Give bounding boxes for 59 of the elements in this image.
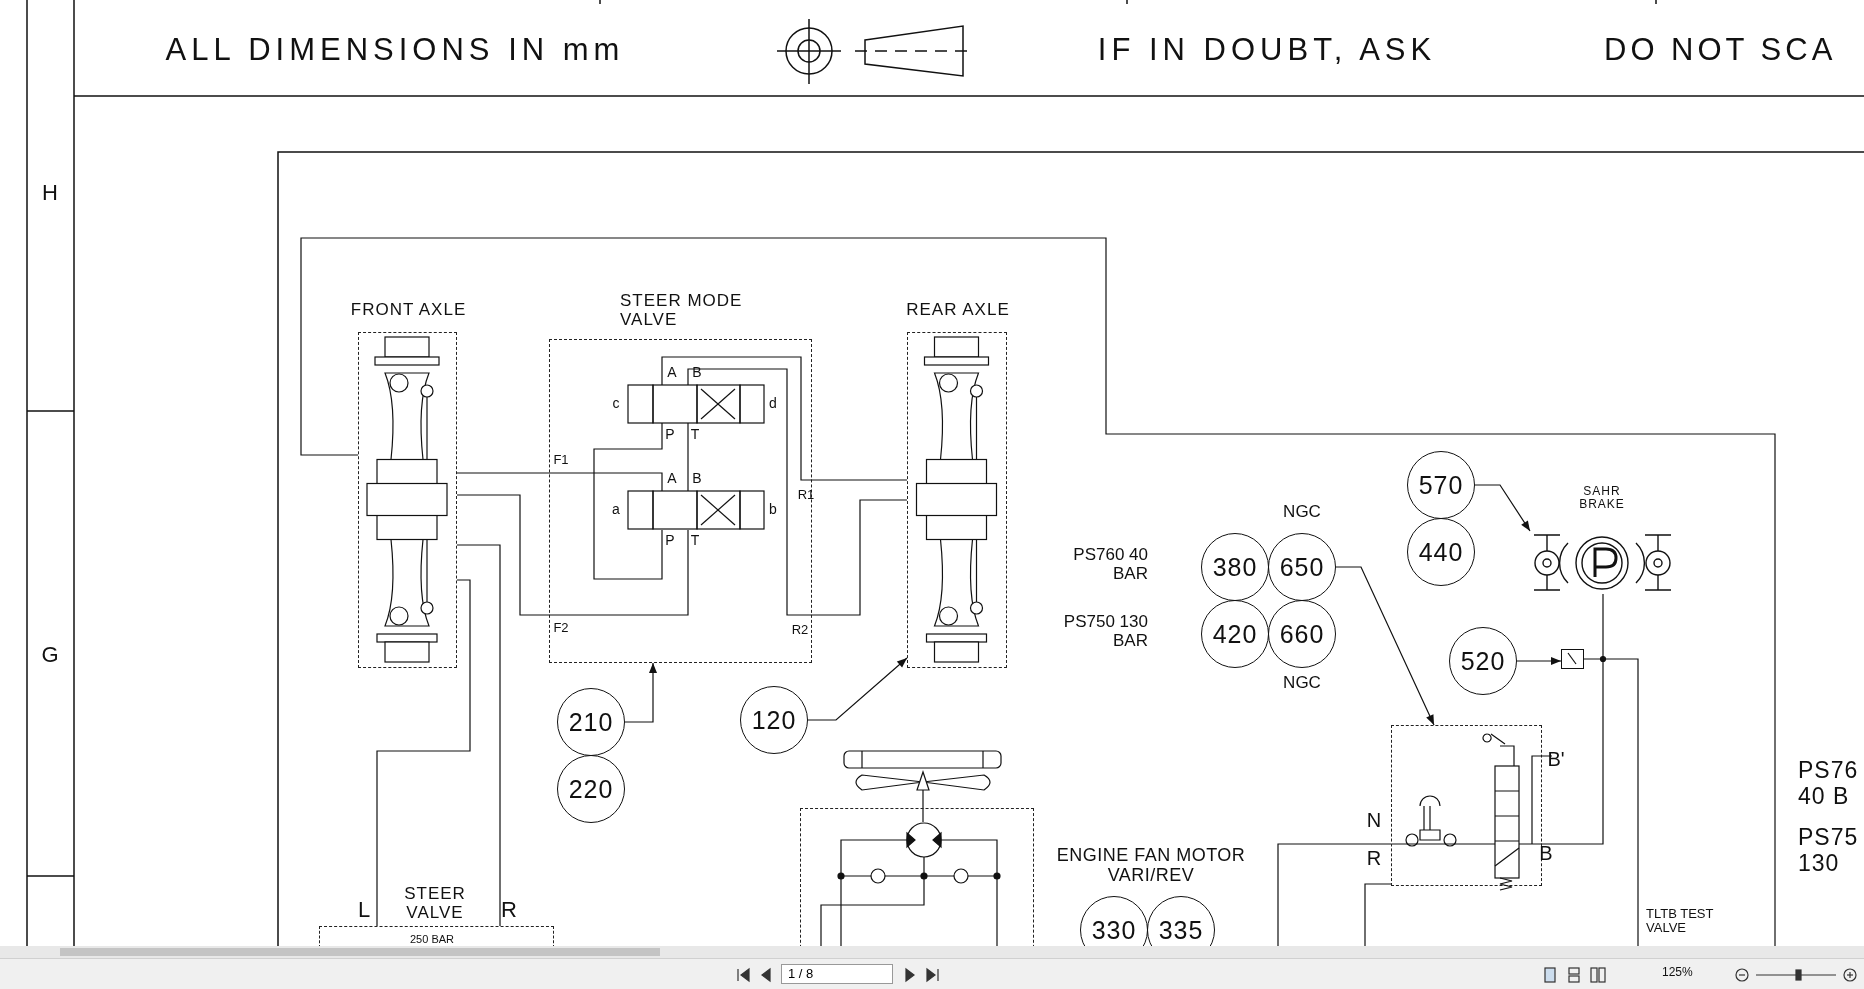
port-label: P (665, 533, 675, 549)
leader-arrow (1474, 484, 1531, 532)
component-label: TLTB TEST VALVE (1646, 907, 1715, 936)
port-label: B' (1547, 748, 1565, 770)
note-text: PS75 (1798, 825, 1859, 851)
switch-symbol (1561, 649, 1584, 669)
pressure-rating-text: 250 BAR (410, 933, 455, 946)
component-label: REAR AXLE (905, 301, 1011, 320)
port-label: d (769, 396, 777, 412)
note-text: 40 B (1798, 784, 1850, 810)
component-label: ENGINE FAN MOTOR VARI/REV (1055, 846, 1247, 886)
hydraulic-line (811, 479, 908, 481)
port-label: T (690, 427, 700, 443)
callout-note: PS750 130 BAR (1062, 613, 1148, 651)
port-label: a (612, 502, 620, 518)
port-label: B (1539, 842, 1553, 864)
leader-arrow (624, 662, 657, 723)
port-label: A (667, 365, 677, 381)
port-label: F2 (553, 620, 569, 636)
hydraulic-line (300, 237, 1776, 946)
leader-arrow (1516, 657, 1562, 665)
callout-note: PS760 40 BAR (1072, 546, 1148, 584)
port-label: B (692, 365, 702, 381)
port-label: R1 (797, 487, 815, 503)
component-label: STEER MODE VALVE (620, 292, 744, 330)
port-label: b (769, 502, 777, 518)
page-number-field: 1 / 8 (781, 964, 893, 984)
port-label: F1 (553, 452, 569, 468)
port-label: c (612, 396, 620, 412)
hydraulic-line (1541, 593, 1604, 845)
note-text: DO NOT SCA (1604, 32, 1837, 68)
callout-note: NGC (1282, 674, 1322, 693)
hydraulic-line (811, 499, 908, 616)
note-text: PS76 (1798, 758, 1859, 784)
port-label: B (692, 471, 702, 487)
grid-reference: H (42, 180, 58, 206)
port-label: R (1366, 847, 1382, 869)
port-label: A (667, 471, 677, 487)
grid-reference: G (41, 642, 59, 668)
zoom-level-text: 125% (1662, 966, 1693, 980)
port-label: T (690, 533, 700, 549)
component-label: FRONT AXLE (349, 301, 468, 320)
port-label: R (501, 897, 517, 923)
note-text: IF IN DOUBT, ASK (1097, 32, 1437, 68)
port-label: N (1366, 809, 1382, 831)
port-label: L (357, 897, 371, 923)
hydraulic-line (456, 494, 550, 616)
leader-arrow (1335, 566, 1435, 726)
component-label: STEER VALVE (403, 885, 467, 923)
note-text: ALL DIMENSIONS IN mm (165, 32, 625, 68)
hydraulic-line (456, 544, 501, 927)
port-label: P (665, 427, 675, 443)
component-label: SAHR BRAKE (1578, 485, 1626, 512)
hydraulic-line (456, 472, 550, 474)
callout-note: NGC (1282, 503, 1322, 522)
leader-arrow (807, 657, 908, 721)
port-label: R2 (791, 622, 809, 638)
hydraulic-line (376, 579, 471, 927)
note-text: 130 (1798, 851, 1840, 877)
